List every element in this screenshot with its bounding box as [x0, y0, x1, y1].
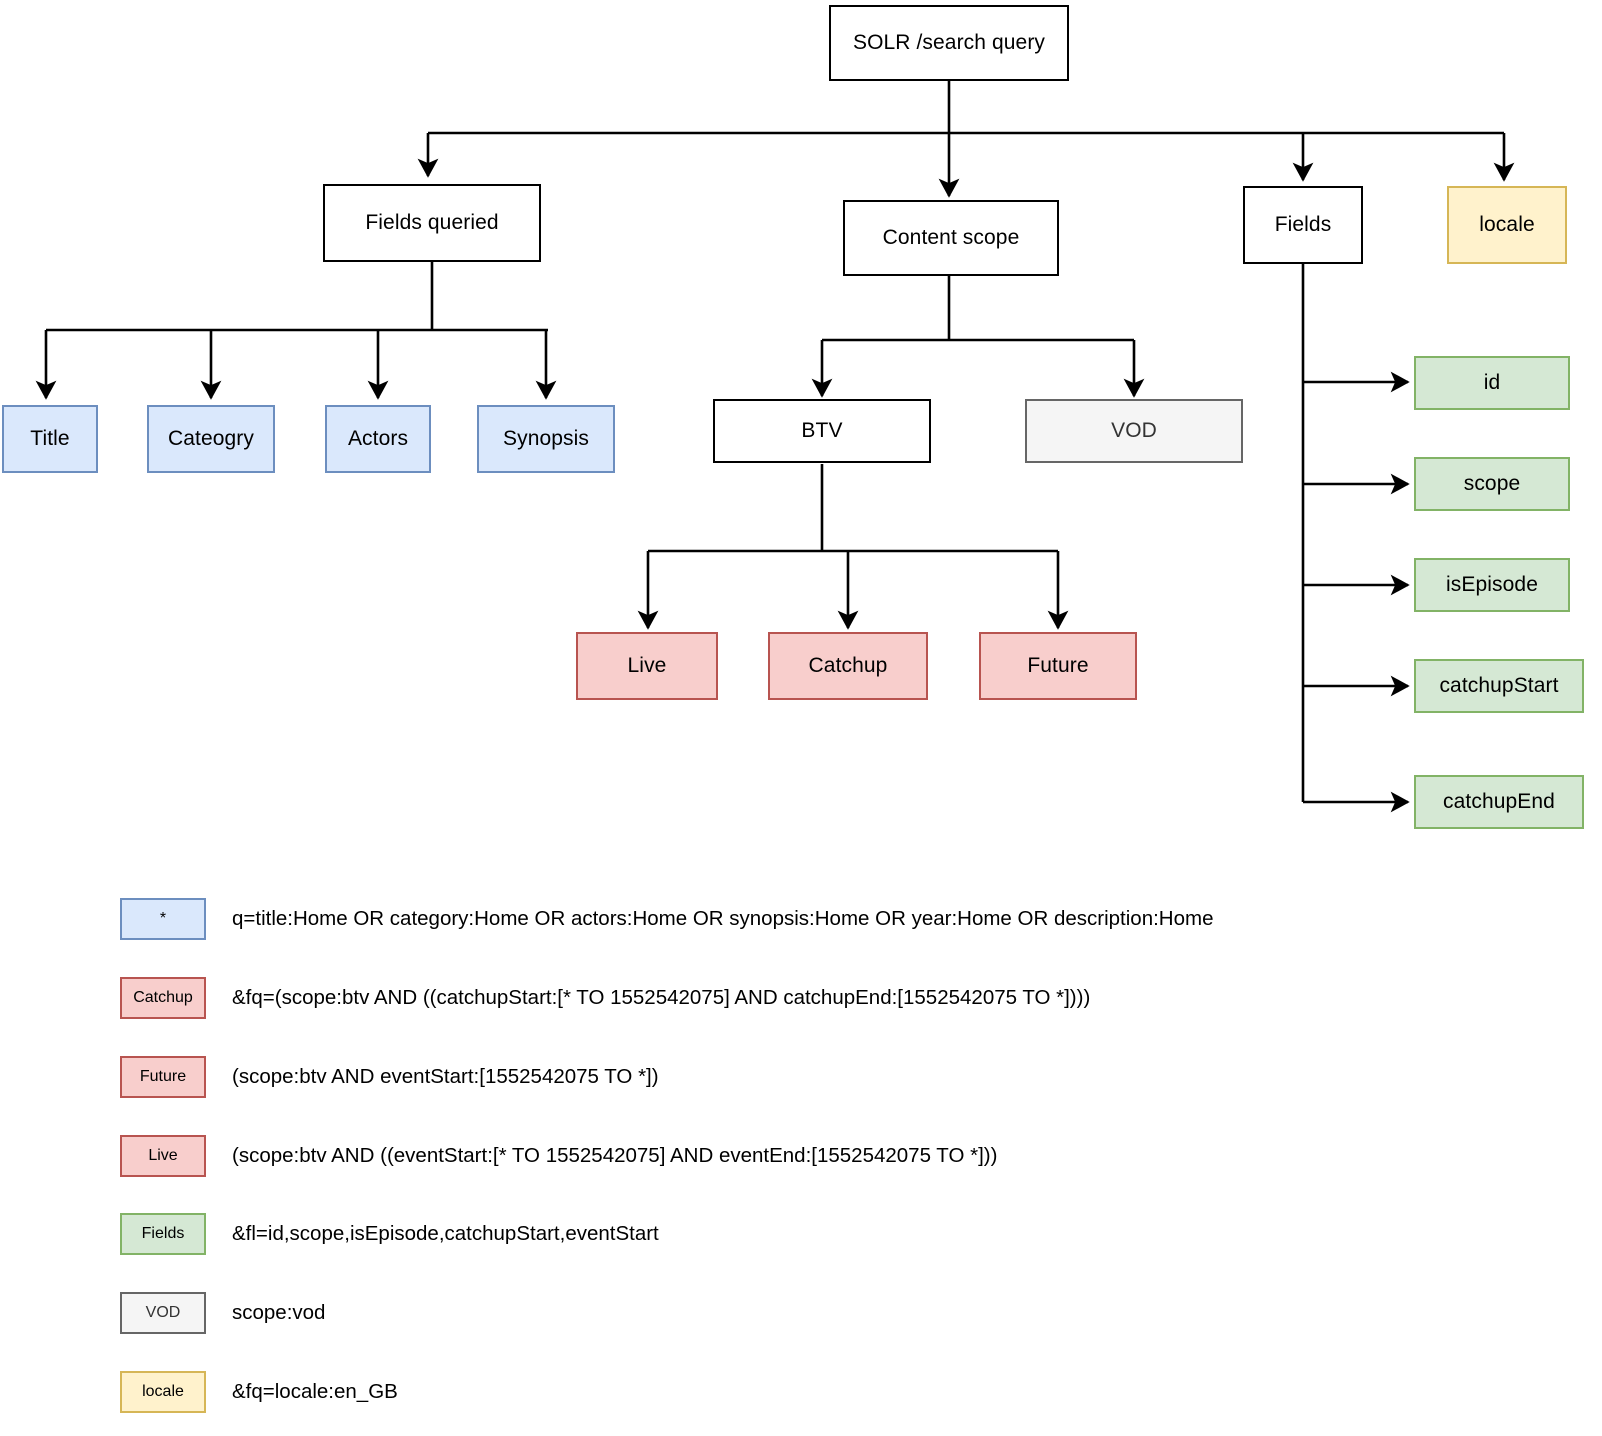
legend-row-fields: Fields &fl=id,scope,isEpisode,catchupSta…: [120, 1213, 659, 1255]
node-synopsis[interactable]: Synopsis: [477, 405, 615, 473]
legend-swatch-locale-label: locale: [142, 1383, 184, 1400]
legend-swatch-all-fields-label: *: [159, 910, 167, 927]
node-live[interactable]: Live: [576, 632, 718, 700]
node-vod[interactable]: VOD: [1025, 399, 1243, 463]
node-btv[interactable]: BTV: [713, 399, 931, 463]
node-isepisode-label: isEpisode: [1446, 572, 1538, 596]
node-cateogry-label: Cateogry: [167, 426, 254, 450]
node-catchup-label: Catchup: [808, 653, 888, 677]
legend-swatch-all-fields[interactable]: *: [120, 898, 206, 940]
legend-row-catchup: Catchup &fq=(scope:btv AND ((catchupStar…: [120, 977, 1090, 1019]
node-title-label: Title: [30, 426, 70, 450]
node-fields-queried[interactable]: Fields queried: [323, 184, 541, 262]
node-cateogry[interactable]: Cateogry: [147, 405, 275, 473]
legend-swatch-live-label: Live: [148, 1147, 178, 1164]
node-root-label: SOLR /search query: [852, 30, 1046, 54]
node-root[interactable]: SOLR /search query: [829, 5, 1069, 81]
node-vod-label: VOD: [1111, 418, 1157, 442]
node-id-label: id: [1483, 370, 1501, 394]
legend-swatch-locale[interactable]: locale: [120, 1371, 206, 1413]
legend-swatch-fields-label: Fields: [141, 1225, 185, 1242]
legend-swatch-catchup[interactable]: Catchup: [120, 977, 206, 1019]
node-fields-label: Fields: [1274, 212, 1332, 236]
node-fields-queried-label: Fields queried: [365, 210, 499, 234]
legend-text-fields: &fl=id,scope,isEpisode,catchupStart,even…: [232, 1222, 659, 1245]
legend-row-all-fields: * q=title:Home OR category:Home OR actor…: [120, 898, 1213, 940]
node-synopsis-label: Synopsis: [502, 426, 589, 450]
node-catchup[interactable]: Catchup: [768, 632, 928, 700]
legend-swatch-future-label: Future: [139, 1068, 187, 1085]
node-actors-label: Actors: [347, 426, 409, 450]
node-title[interactable]: Title: [2, 405, 98, 473]
legend-swatch-vod-label: VOD: [145, 1304, 181, 1321]
legend-swatch-future[interactable]: Future: [120, 1056, 206, 1098]
legend-text-catchup: &fq=(scope:btv AND ((catchupStart:[* TO …: [232, 986, 1091, 1009]
legend-row-live: Live (scope:btv AND ((eventStart:[* TO 1…: [120, 1135, 997, 1177]
legend-swatch-vod[interactable]: VOD: [120, 1292, 206, 1334]
legend-row-vod: VOD scope:vod: [120, 1292, 325, 1334]
node-catchupstart-label: catchupStart: [1439, 673, 1559, 697]
node-future[interactable]: Future: [979, 632, 1137, 700]
legend-text-future: (scope:btv AND eventStart:[1552542075 TO…: [232, 1065, 659, 1088]
legend-swatch-fields[interactable]: Fields: [120, 1213, 206, 1255]
node-content-scope-label: Content scope: [882, 225, 1020, 249]
node-content-scope[interactable]: Content scope: [843, 200, 1059, 276]
node-locale[interactable]: locale: [1447, 186, 1567, 264]
legend-text-all-fields: q=title:Home OR category:Home OR actors:…: [232, 907, 1214, 930]
legend-swatch-catchup-label: Catchup: [133, 989, 193, 1006]
node-catchupstart[interactable]: catchupStart: [1414, 659, 1584, 713]
legend-text-locale: &fq=locale:en_GB: [232, 1380, 398, 1403]
node-live-label: Live: [627, 653, 667, 677]
node-scope[interactable]: scope: [1414, 457, 1570, 511]
node-isepisode[interactable]: isEpisode: [1414, 558, 1570, 612]
legend-swatch-live[interactable]: Live: [120, 1135, 206, 1177]
node-scope-label: scope: [1463, 471, 1521, 495]
node-catchupend-label: catchupEnd: [1443, 789, 1555, 813]
node-id[interactable]: id: [1414, 356, 1570, 410]
node-catchupend[interactable]: catchupEnd: [1414, 775, 1584, 829]
node-fields[interactable]: Fields: [1243, 186, 1363, 264]
legend-text-live: (scope:btv AND ((eventStart:[* TO 155254…: [232, 1144, 998, 1167]
legend-text-vod: scope:vod: [232, 1301, 326, 1324]
node-locale-label: locale: [1479, 212, 1535, 236]
node-actors[interactable]: Actors: [325, 405, 431, 473]
legend-row-future: Future (scope:btv AND eventStart:[155254…: [120, 1056, 659, 1098]
node-btv-label: BTV: [801, 418, 843, 442]
node-future-label: Future: [1027, 653, 1089, 677]
legend-row-locale: locale &fq=locale:en_GB: [120, 1371, 398, 1413]
